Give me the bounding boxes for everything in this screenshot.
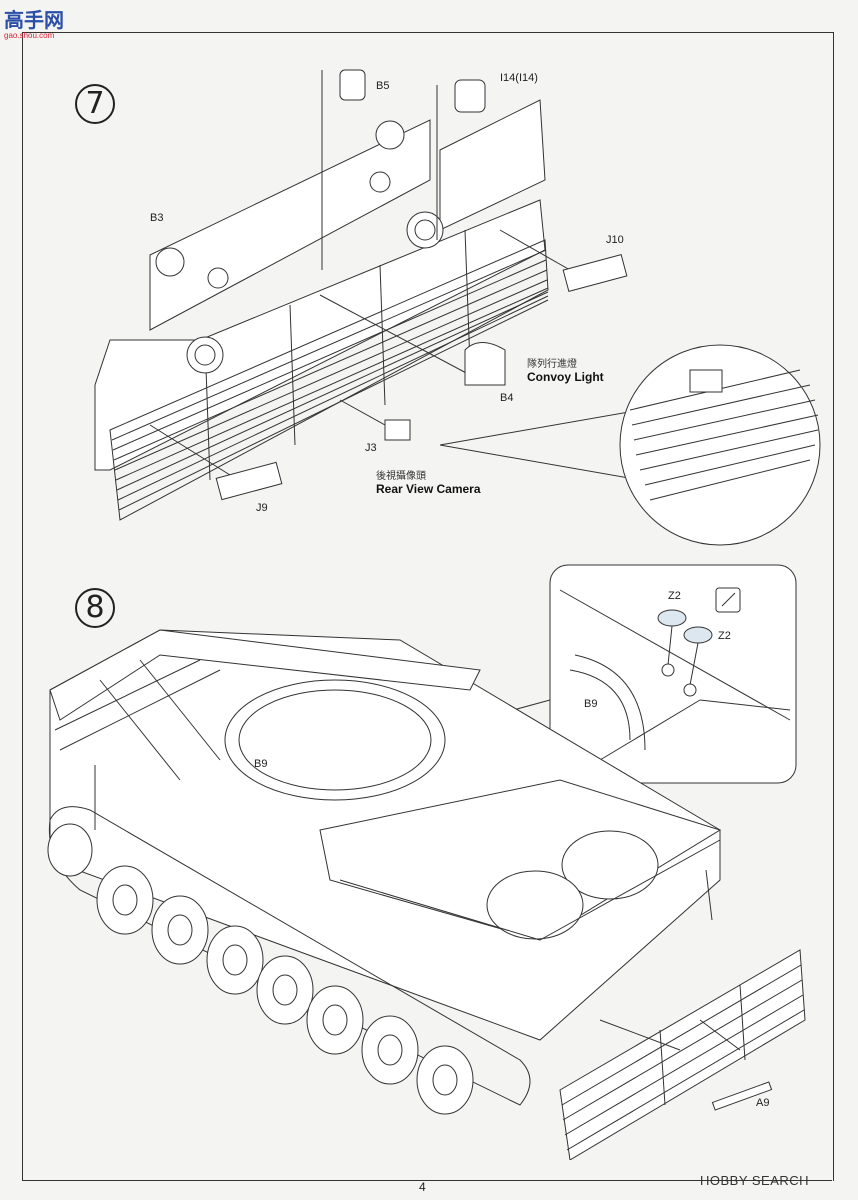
part-label-b9-inset: B9 [584, 698, 598, 710]
page-frame-bottom [22, 1180, 832, 1181]
watermark-url: gao.shou.com [4, 31, 55, 40]
part-label-i14: I14(I14) [500, 72, 538, 84]
part-label-b5: B5 [376, 80, 390, 92]
step-7-drawing [94, 69, 821, 546]
part-label-b4: B4 [500, 392, 514, 404]
part-label-a9: A9 [756, 1097, 770, 1109]
part-label-b3: B3 [150, 212, 164, 224]
step-7-badge: 7 [75, 84, 115, 124]
part-label-j10: J10 [606, 234, 624, 246]
step-8-badge: 8 [75, 588, 115, 628]
part-label-z2-b: Z2 [718, 630, 731, 642]
convoy-light-en: Convoy Light [527, 370, 604, 384]
part-label-z2-a: Z2 [668, 590, 681, 602]
step-8-drawing [47, 564, 806, 1160]
part-label-b9: B9 [254, 758, 268, 770]
brand-watermark: HOBBY SEARCH [700, 1173, 810, 1188]
watermark-logo: 高手网 gao.shou.com [4, 4, 74, 44]
convoy-light-cn: 隊列行進燈 [527, 359, 577, 370]
part-label-j3: J3 [365, 442, 377, 454]
watermark-cn: 高手网 [4, 8, 64, 32]
page-number: 4 [419, 1180, 426, 1194]
rear-camera-cn: 後視攝像頭 [376, 471, 426, 482]
rear-camera-en: Rear View Camera [376, 482, 481, 496]
page-frame [22, 32, 834, 1181]
part-label-j9: J9 [256, 502, 268, 514]
